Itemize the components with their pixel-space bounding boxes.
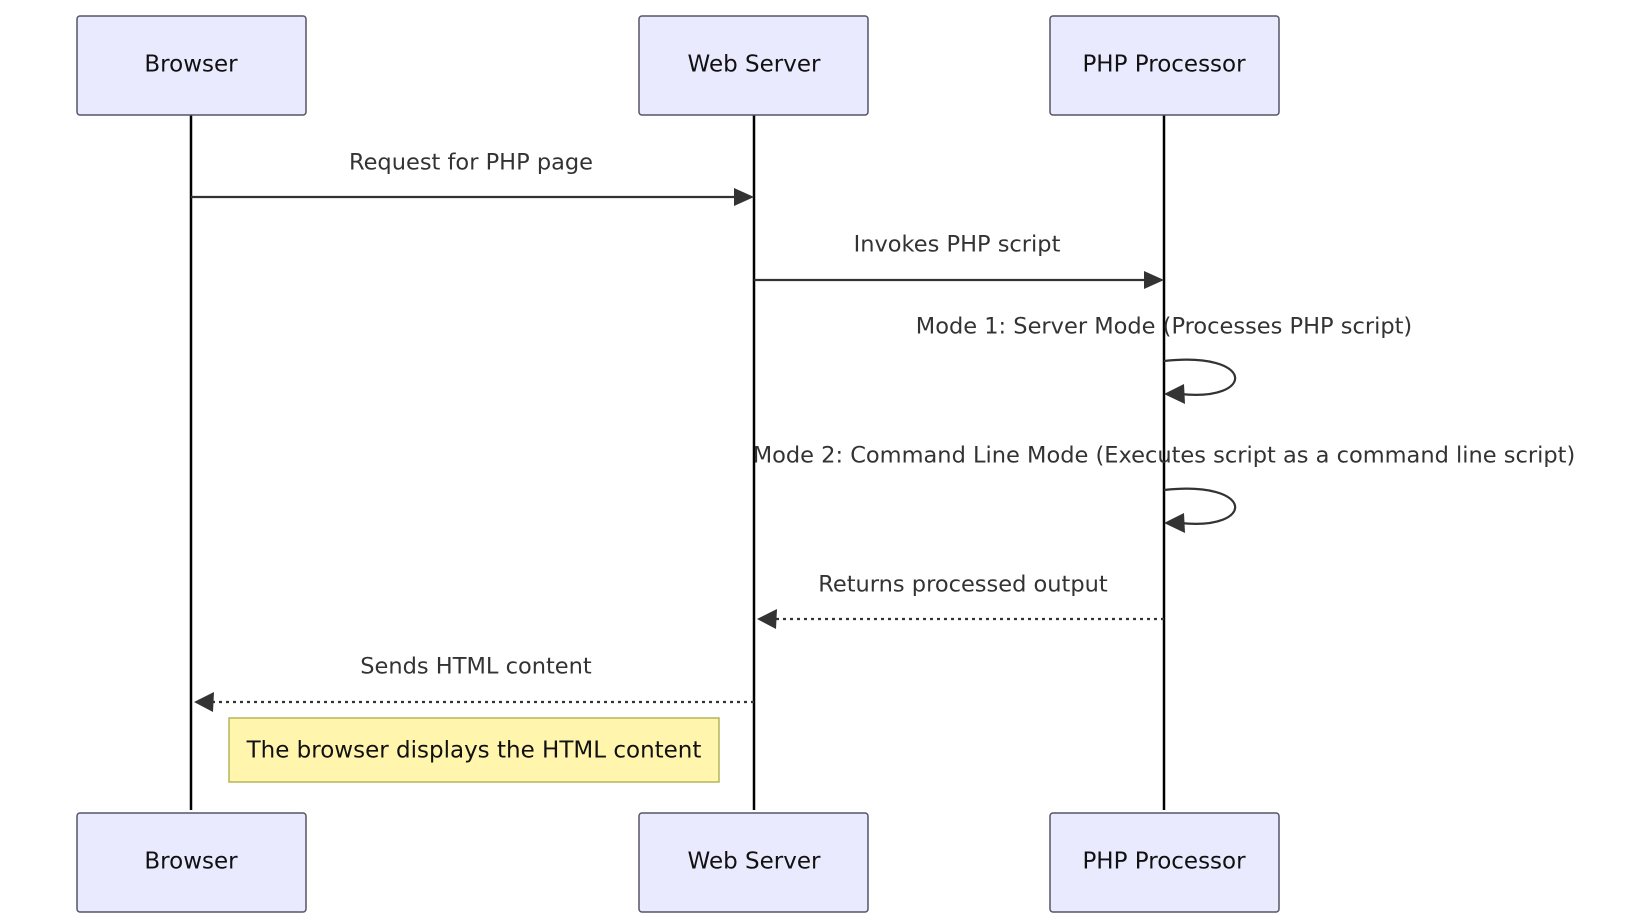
participant-label: Browser xyxy=(144,849,238,875)
participant-label: Browser xyxy=(144,52,238,78)
participant-bottom-web-server: Web Server xyxy=(638,812,869,913)
note-box xyxy=(228,717,720,783)
participant-label: Web Server xyxy=(688,52,821,78)
arrowhead-icon xyxy=(194,692,214,712)
participant-label: PHP Processor xyxy=(1082,849,1246,875)
message-label: Request for PHP page xyxy=(349,150,593,176)
arrowhead-icon xyxy=(757,609,777,629)
self-loop-arrow xyxy=(1163,487,1237,525)
participant-top-web-server: Web Server xyxy=(638,15,869,116)
participant-top-php-processor: PHP Processor xyxy=(1049,15,1280,116)
message-label: Returns processed output xyxy=(818,572,1108,598)
message-label: Sends HTML content xyxy=(360,654,592,680)
message-label: Mode 1: Server Mode (Processes PHP scrip… xyxy=(916,314,1412,340)
message-invokes-php-script: Invokes PHP script xyxy=(754,232,1164,289)
message-sends-html-content: Sends HTML content xyxy=(194,654,754,712)
arrowhead-icon xyxy=(1144,271,1164,289)
participant-label: PHP Processor xyxy=(1082,52,1246,78)
self-loop-arrow xyxy=(1163,358,1237,396)
participant-label: Web Server xyxy=(688,849,821,875)
participant-top-browser: Browser xyxy=(76,15,307,116)
message-request-php-page: Request for PHP page xyxy=(191,150,754,206)
participant-bottom-php-processor: PHP Processor xyxy=(1049,812,1280,913)
message-mode-2-command-line-mode: Mode 2: Command Line Mode (Executes scri… xyxy=(753,443,1576,533)
message-returns-processed-output: Returns processed output xyxy=(757,572,1164,629)
arrowhead-icon xyxy=(1164,384,1185,404)
message-mode-1-server-mode: Mode 1: Server Mode (Processes PHP scrip… xyxy=(916,314,1412,404)
arrowhead-icon xyxy=(734,188,754,206)
note-browser-displays: The browser displays the HTML content xyxy=(228,717,720,783)
note-text: The browser displays the HTML content xyxy=(246,738,702,764)
message-label: Mode 2: Command Line Mode (Executes scri… xyxy=(753,443,1576,469)
arrowhead-icon xyxy=(1164,513,1185,533)
participant-bottom-browser: Browser xyxy=(76,812,307,913)
message-label: Invokes PHP script xyxy=(854,232,1061,258)
